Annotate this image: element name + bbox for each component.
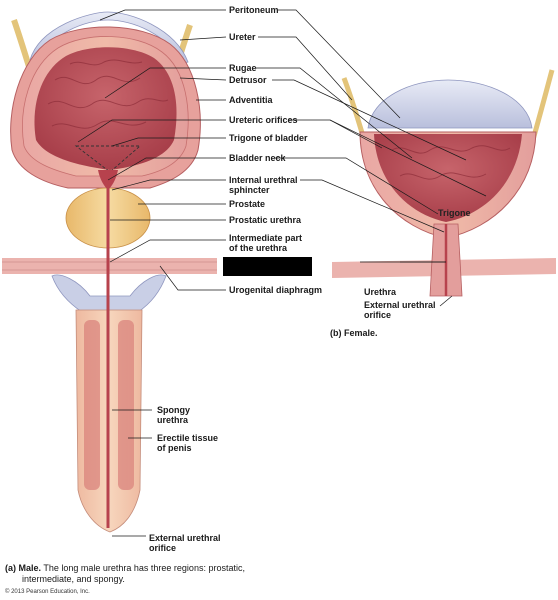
label-trigone-of-bladder: Trigone of bladder	[229, 133, 308, 143]
label-internal-urethral-sphincter-2: sphincter	[229, 185, 270, 195]
leader-lines	[77, 9, 487, 537]
caption-female-bold: (b) Female.	[330, 328, 378, 338]
label-peritoneum: Peritoneum	[229, 5, 279, 15]
male-figure	[2, 11, 217, 533]
label-ureter: Ureter	[229, 32, 256, 42]
male-peritoneum	[29, 11, 189, 65]
label-spongy-urethra-2: urethra	[157, 415, 189, 425]
redacted-label	[223, 257, 312, 276]
label-external-urethral-orifice-male-2: orifice	[149, 543, 177, 553]
label-bladder-neck: Bladder neck	[229, 153, 286, 163]
male-trigone	[74, 145, 142, 173]
caption-male-line1: (a) Male. The long male urethra has thre…	[5, 563, 245, 574]
label-intermediate-part-1: Intermediate part	[229, 233, 303, 243]
label-external-urethral-orifice-female-2: orifice	[364, 310, 392, 320]
label-urethra-female: Urethra	[364, 287, 397, 297]
label-erectile-tissue-2: of penis	[157, 443, 192, 453]
label-adventitia: Adventitia	[229, 95, 273, 105]
label-rugae: Rugae	[229, 63, 257, 73]
caption-male-text: The long male urethra has three regions:…	[41, 563, 245, 573]
label-intermediate-part-2: of the urethra	[229, 243, 288, 253]
label-trigone: Trigone	[438, 208, 471, 218]
caption-male-bold: (a) Male.	[5, 563, 42, 573]
caption-female: (b) Female.	[330, 328, 378, 339]
label-prostate: Prostate	[229, 199, 266, 209]
caption-male-line2: intermediate, and spongy.	[22, 574, 125, 584]
label-external-urethral-orifice-male-1: External urethral	[149, 533, 221, 543]
female-peritoneum	[367, 79, 533, 129]
label-prostatic-urethra: Prostatic urethra	[229, 215, 302, 225]
male-erectile-tissue	[84, 320, 134, 490]
copyright-notice: © 2013 Pearson Education, Inc.	[5, 589, 90, 595]
label-spongy-urethra-1: Spongy	[157, 405, 190, 415]
female-figure	[332, 69, 556, 297]
label-urogenital-diaphragm: Urogenital diaphragm	[229, 285, 323, 295]
label-external-urethral-orifice-female-1: External urethral	[364, 300, 436, 310]
label-internal-urethral-sphincter-1: Internal urethral	[229, 175, 298, 185]
label-detrusor: Detrusor	[229, 75, 267, 85]
female-bladder-lumen	[374, 134, 522, 222]
label-ureteric-orifices: Ureteric orifices	[229, 115, 298, 125]
male-penis-bulb	[51, 274, 167, 313]
female-rugae	[391, 145, 511, 180]
male-rugae	[47, 59, 169, 129]
male-bladder-lumen	[34, 47, 177, 170]
label-erectile-tissue-1: Erectile tissue	[157, 433, 219, 443]
